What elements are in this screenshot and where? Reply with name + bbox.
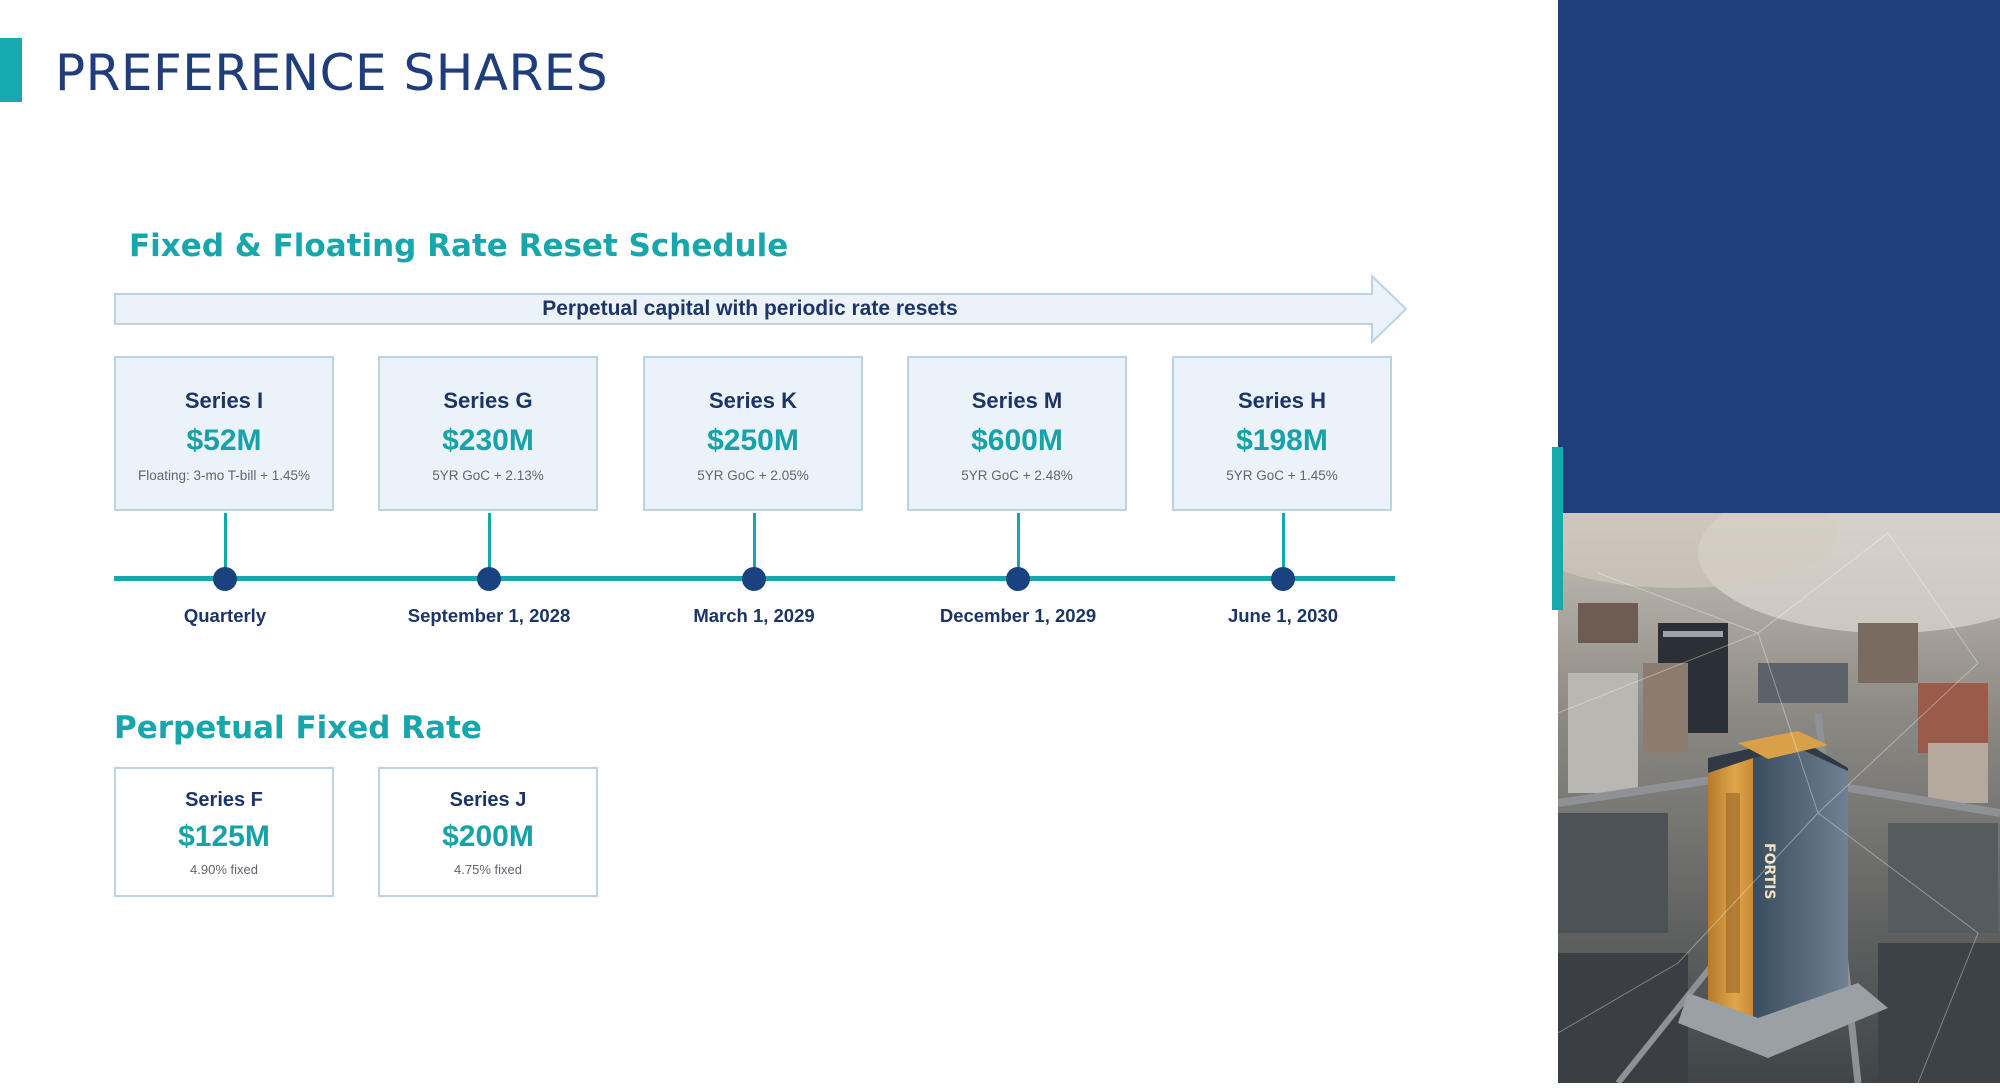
series-amount: $250M [707, 424, 799, 457]
series-rate: Floating: 3-mo T-bill + 1.45% [138, 468, 310, 483]
reset-date-label: June 1, 2030 [1227, 605, 1339, 626]
reset-schedule-title: Fixed & Floating Rate Reset Schedule [129, 228, 789, 264]
series-name: Series K [708, 388, 798, 413]
series-name: Series G [443, 388, 533, 413]
fixed-rate-title: Perpetual Fixed Rate [114, 710, 482, 746]
timeline-connector [1017, 513, 1020, 575]
series-name: Series J [449, 789, 527, 811]
series-amount: $125M [178, 820, 270, 853]
reset-date-label: Quarterly [183, 605, 267, 626]
series-amount: $52M [186, 424, 262, 457]
city-building-photo: FORTIS [1518, 473, 2000, 1085]
building-sign: FORTIS [1761, 843, 1777, 899]
series-amount: $200M [442, 820, 534, 853]
timeline-connector [753, 513, 756, 575]
series-rate: 5YR GoC + 2.05% [697, 468, 809, 483]
reset-date-label: December 1, 2029 [939, 605, 1097, 626]
series-card-g: Series G $230M 5YR GoC + 2.13% [378, 356, 598, 511]
reset-date-label: March 1, 2029 [693, 605, 815, 626]
series-card-j: Series J $200M 4.75% fixed [378, 767, 598, 897]
timeline-dot [1006, 567, 1030, 591]
series-card-f: Series F $125M 4.90% fixed [114, 767, 334, 897]
side-accent-bar [1552, 447, 1563, 610]
series-amount: $600M [971, 424, 1063, 457]
timeline-connector [488, 513, 491, 575]
series-rate: 5YR GoC + 2.13% [432, 468, 544, 483]
page-title: PREFERENCE SHARES [55, 44, 609, 102]
series-amount: $230M [442, 424, 534, 457]
series-rate: 5YR GoC + 2.48% [961, 468, 1073, 483]
series-card-k: Series K $250M 5YR GoC + 2.05% [643, 356, 863, 511]
series-name: Series H [1237, 388, 1327, 413]
timeline-dot [742, 567, 766, 591]
perpetual-capital-arrow: Perpetual capital with periodic rate res… [114, 274, 1408, 344]
series-rate: 5YR GoC + 1.45% [1226, 468, 1338, 483]
arrow-label: Perpetual capital with periodic rate res… [542, 297, 958, 320]
series-card-m: Series M $600M 5YR GoC + 2.48% [907, 356, 1127, 511]
timeline-dot [477, 567, 501, 591]
title-accent-bar [0, 38, 22, 102]
timeline-dot [213, 567, 237, 591]
blue-side-panel [1558, 0, 2000, 513]
series-name: Series M [971, 388, 1063, 413]
series-name: Series I [184, 388, 264, 413]
series-card-i: Series I $52M Floating: 3-mo T-bill + 1.… [114, 356, 334, 511]
timeline-connector [224, 513, 227, 575]
series-amount: $198M [1236, 424, 1328, 457]
series-rate: 4.90% fixed [190, 862, 258, 877]
series-card-h: Series H $198M 5YR GoC + 1.45% [1172, 356, 1392, 511]
aerial-photo-illustration: FORTIS [1518, 473, 2000, 1085]
timeline-connector [1282, 513, 1285, 575]
reset-date-label: September 1, 2028 [407, 605, 571, 626]
timeline-dot [1271, 567, 1295, 591]
series-rate: 4.75% fixed [454, 862, 522, 877]
arrow-shape [114, 274, 1408, 344]
series-name: Series F [185, 789, 263, 811]
